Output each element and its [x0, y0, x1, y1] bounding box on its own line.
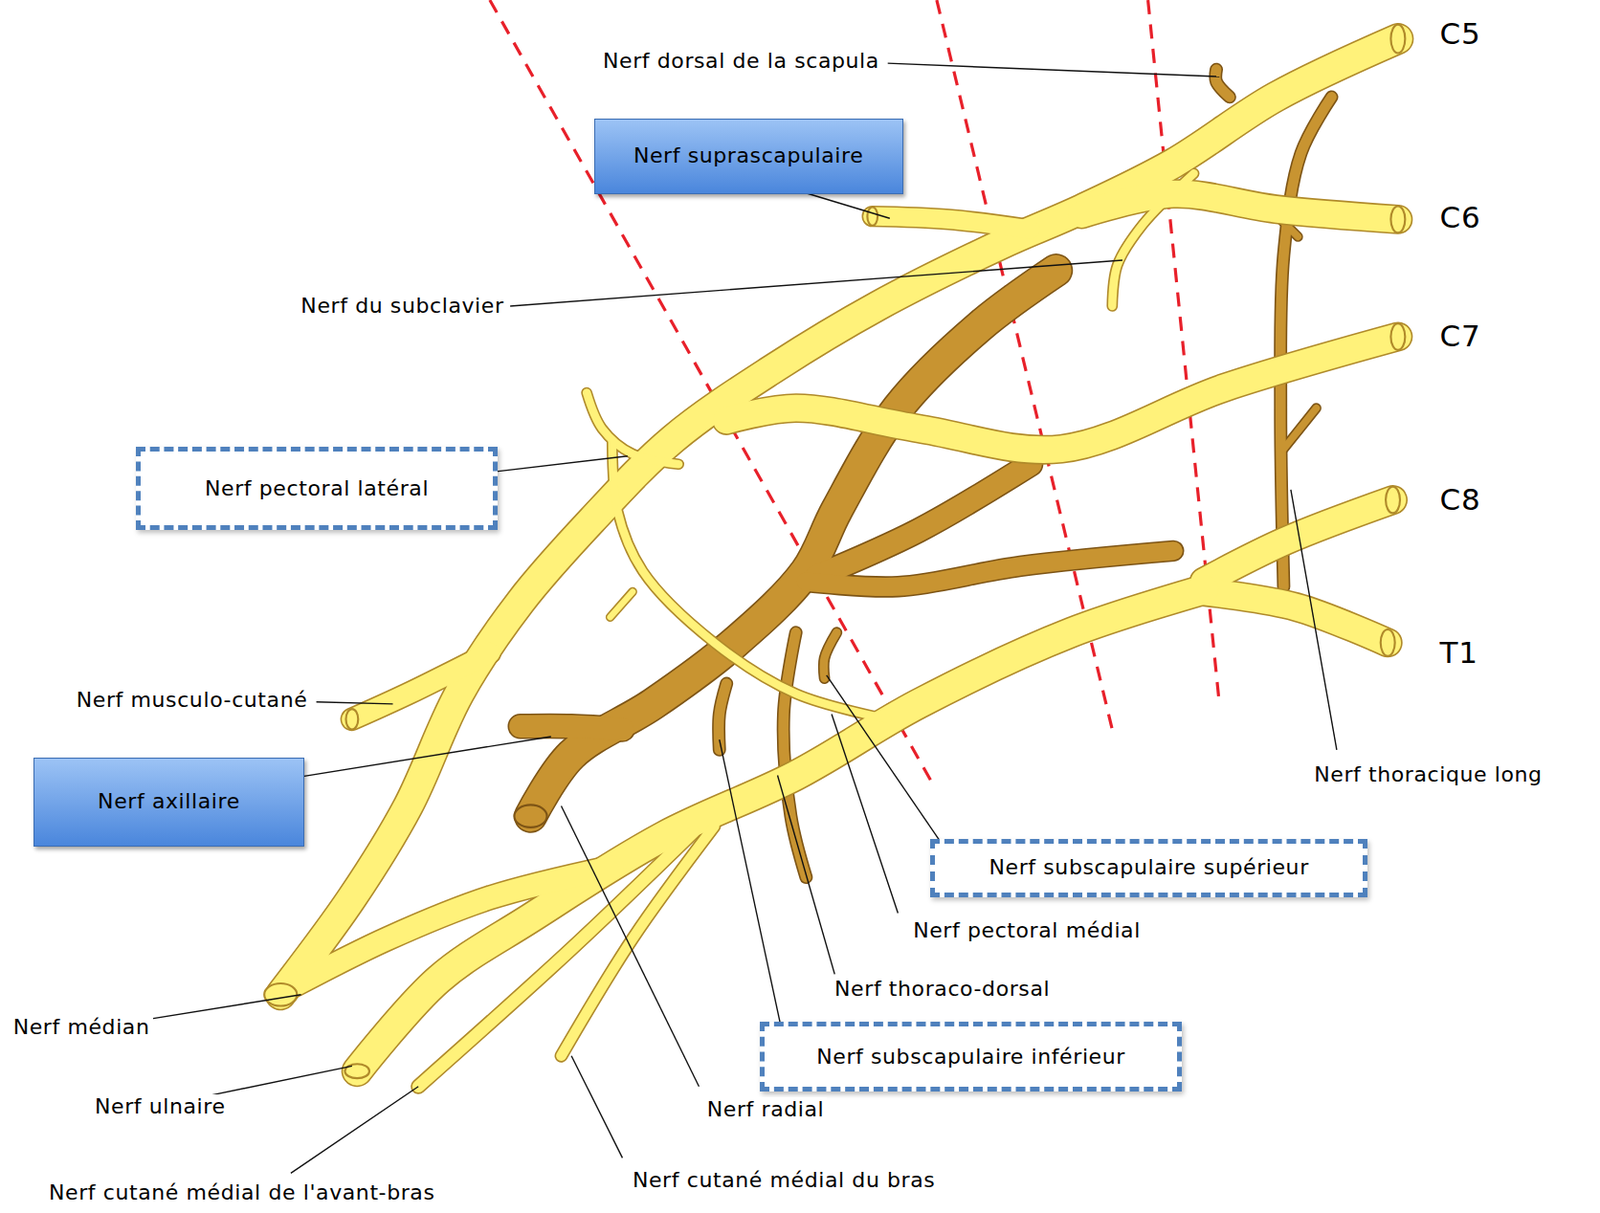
nerve: [586, 393, 679, 466]
root-label: C8: [1436, 482, 1484, 518]
nerve-cut-end: [1385, 487, 1400, 514]
nerve: [823, 632, 838, 679]
nerve: [1081, 194, 1399, 221]
nerve-name: Nerf pectoral latéral: [204, 476, 429, 502]
nerve: [352, 653, 490, 720]
leader-line: [571, 1056, 623, 1159]
nerve-label: Nerf pectoral médial: [910, 918, 1144, 944]
nerve: [612, 441, 889, 720]
anterior-nerves: [280, 39, 1399, 1088]
nerve-label: Nerf dorsal de la scapula: [600, 48, 883, 74]
nerve-name: Nerf subscapulaire inférieur: [816, 1044, 1126, 1070]
nerve-label: Nerf médian: [10, 1015, 154, 1041]
nerve: [805, 551, 1174, 588]
nerve-cut-end: [264, 983, 297, 1006]
nerve: [295, 866, 613, 985]
nerve-outline: [520, 726, 623, 730]
boundary-lines: [489, 0, 1220, 786]
root-label: C7: [1436, 318, 1484, 355]
root-label: C5: [1436, 16, 1484, 52]
nerve-outline: [1283, 408, 1316, 450]
nerve-cut-end: [1390, 323, 1405, 351]
leader-line: [560, 805, 699, 1087]
nerve-outline: [726, 336, 1399, 450]
nerve-label: Nerf cutané médial de l'avant-bras: [45, 1180, 439, 1206]
nerve: [1111, 173, 1194, 307]
leader-line: [719, 739, 781, 1026]
leader-lines: [142, 63, 1337, 1174]
leader-line: [316, 702, 394, 705]
nerve-label: Nerf thoracique long: [1311, 762, 1545, 788]
nerve: [872, 216, 1031, 230]
nerve-label: Nerf ulnaire: [91, 1094, 229, 1120]
leader-line: [510, 260, 1123, 307]
nerve: [1203, 500, 1393, 582]
nerve-cut-end: [513, 804, 547, 827]
leader-line: [831, 713, 898, 913]
nerve: [816, 464, 1031, 577]
nerve-label: Nerf cutané médial du bras: [629, 1168, 938, 1194]
leader-line: [888, 63, 1221, 77]
nerve-label: Nerf musculo-cutané: [73, 688, 312, 713]
nerve: [1215, 69, 1230, 98]
dashed-box: Nerf subscapulaire inférieur: [759, 1022, 1181, 1092]
nerve-cut-end: [345, 709, 358, 730]
leader-line: [290, 1087, 419, 1175]
nerve-cut-end: [1390, 205, 1405, 233]
nerve-name: Nerf subscapulaire supérieur: [989, 855, 1310, 881]
nerve-outline: [1081, 194, 1399, 221]
dashed-box: Nerf pectoral latéral: [135, 446, 499, 531]
highlight-box: Nerf suprascapulaire: [594, 118, 904, 195]
leader-line: [777, 775, 836, 975]
nerve-ends: [264, 24, 1405, 1080]
nerve-name: Nerf axillaire: [97, 789, 241, 815]
highlight-box: Nerf axillaire: [33, 757, 305, 847]
dashed-box: Nerf subscapulaire supérieur: [930, 839, 1367, 899]
nerve-label: Nerf du subclavier: [297, 293, 507, 319]
nerve: [726, 336, 1399, 450]
nerve-outline: [872, 216, 1031, 230]
nerve: [418, 831, 694, 1088]
nerve-cut-end: [866, 207, 878, 226]
nerve-outline: [612, 441, 889, 720]
nerve-label: Nerf radial: [704, 1097, 828, 1123]
nerve-cut-end: [1380, 629, 1396, 657]
leader-line: [203, 1066, 353, 1097]
nerve-outline: [1203, 500, 1393, 582]
nerve: [610, 592, 633, 619]
nerve-outline: [1215, 69, 1230, 98]
nerve: [1283, 408, 1316, 450]
nerve: [520, 726, 623, 730]
nerve: [560, 826, 714, 1057]
leader-line: [1290, 489, 1337, 751]
nerve-name: Nerf suprascapulaire: [633, 143, 864, 169]
nerve-label: Nerf thoraco-dorsal: [831, 977, 1053, 1002]
leader-line: [826, 675, 945, 847]
nerve-cut-end: [1390, 24, 1405, 54]
leader-line: [142, 995, 301, 1022]
nerve-outline: [1203, 592, 1388, 644]
nerve-outline: [610, 592, 633, 619]
nerve-outline: [823, 632, 838, 679]
root-label: C6: [1436, 200, 1484, 236]
root-label: T1: [1436, 635, 1482, 671]
nerve: [1203, 592, 1388, 644]
nerves: [264, 24, 1405, 1088]
